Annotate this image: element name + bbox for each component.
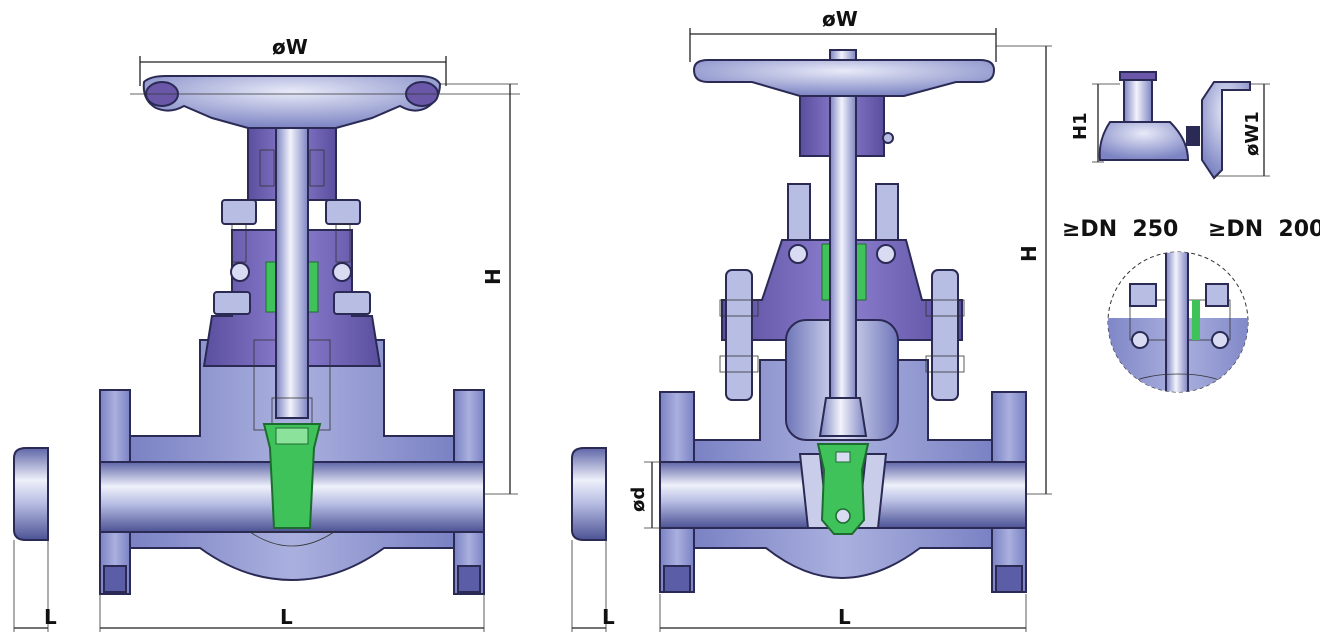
left-weld-end-length-label: L	[44, 605, 57, 629]
left-body-length-label: L	[280, 605, 293, 629]
gear-box	[1098, 121, 1190, 161]
left-packing-right	[307, 261, 319, 313]
gear-wheel-dia-label: øW1	[1242, 111, 1263, 156]
left-dimension-lines	[13, 56, 520, 632]
right-gate-valve: øW H ød L L	[571, 7, 1052, 632]
left-stem	[275, 87, 309, 419]
left-height-label: H	[481, 268, 505, 285]
seal-note-label: ≥DN 200	[1208, 217, 1320, 242]
left-bonnet-bolts	[213, 199, 371, 315]
gear-handwheel	[1201, 81, 1251, 180]
right-bore-dia-label: ød	[628, 487, 649, 512]
left-handwheel	[142, 75, 442, 129]
right-handwheel-dia-label: øW	[822, 7, 858, 31]
right-handwheel	[692, 59, 996, 97]
left-wedge-gate	[262, 423, 322, 529]
right-wedge-gate	[816, 443, 870, 535]
gear-height-label: H1	[1070, 112, 1091, 140]
detail-circle-inset	[1107, 251, 1249, 393]
right-height-label: H	[1017, 245, 1041, 262]
left-handwheel-dia-label: øW	[272, 35, 308, 59]
right-bonnet-bolts	[719, 269, 965, 401]
right-weld-end-stub	[571, 447, 607, 541]
right-stem	[829, 49, 857, 403]
right-dimension-lines	[571, 28, 1052, 632]
right-weld-end-length-label: L	[602, 605, 615, 629]
gear-note-label: ≥DN 250	[1062, 217, 1178, 242]
right-body-length-label: L	[838, 605, 851, 629]
left-gate-valve: øW H L L	[13, 35, 520, 632]
gear-operator-inset: H1 øW1	[1070, 71, 1270, 180]
left-weld-end-stub	[13, 447, 49, 541]
right-gland-bolts	[787, 183, 899, 264]
left-packing-left	[265, 261, 277, 313]
